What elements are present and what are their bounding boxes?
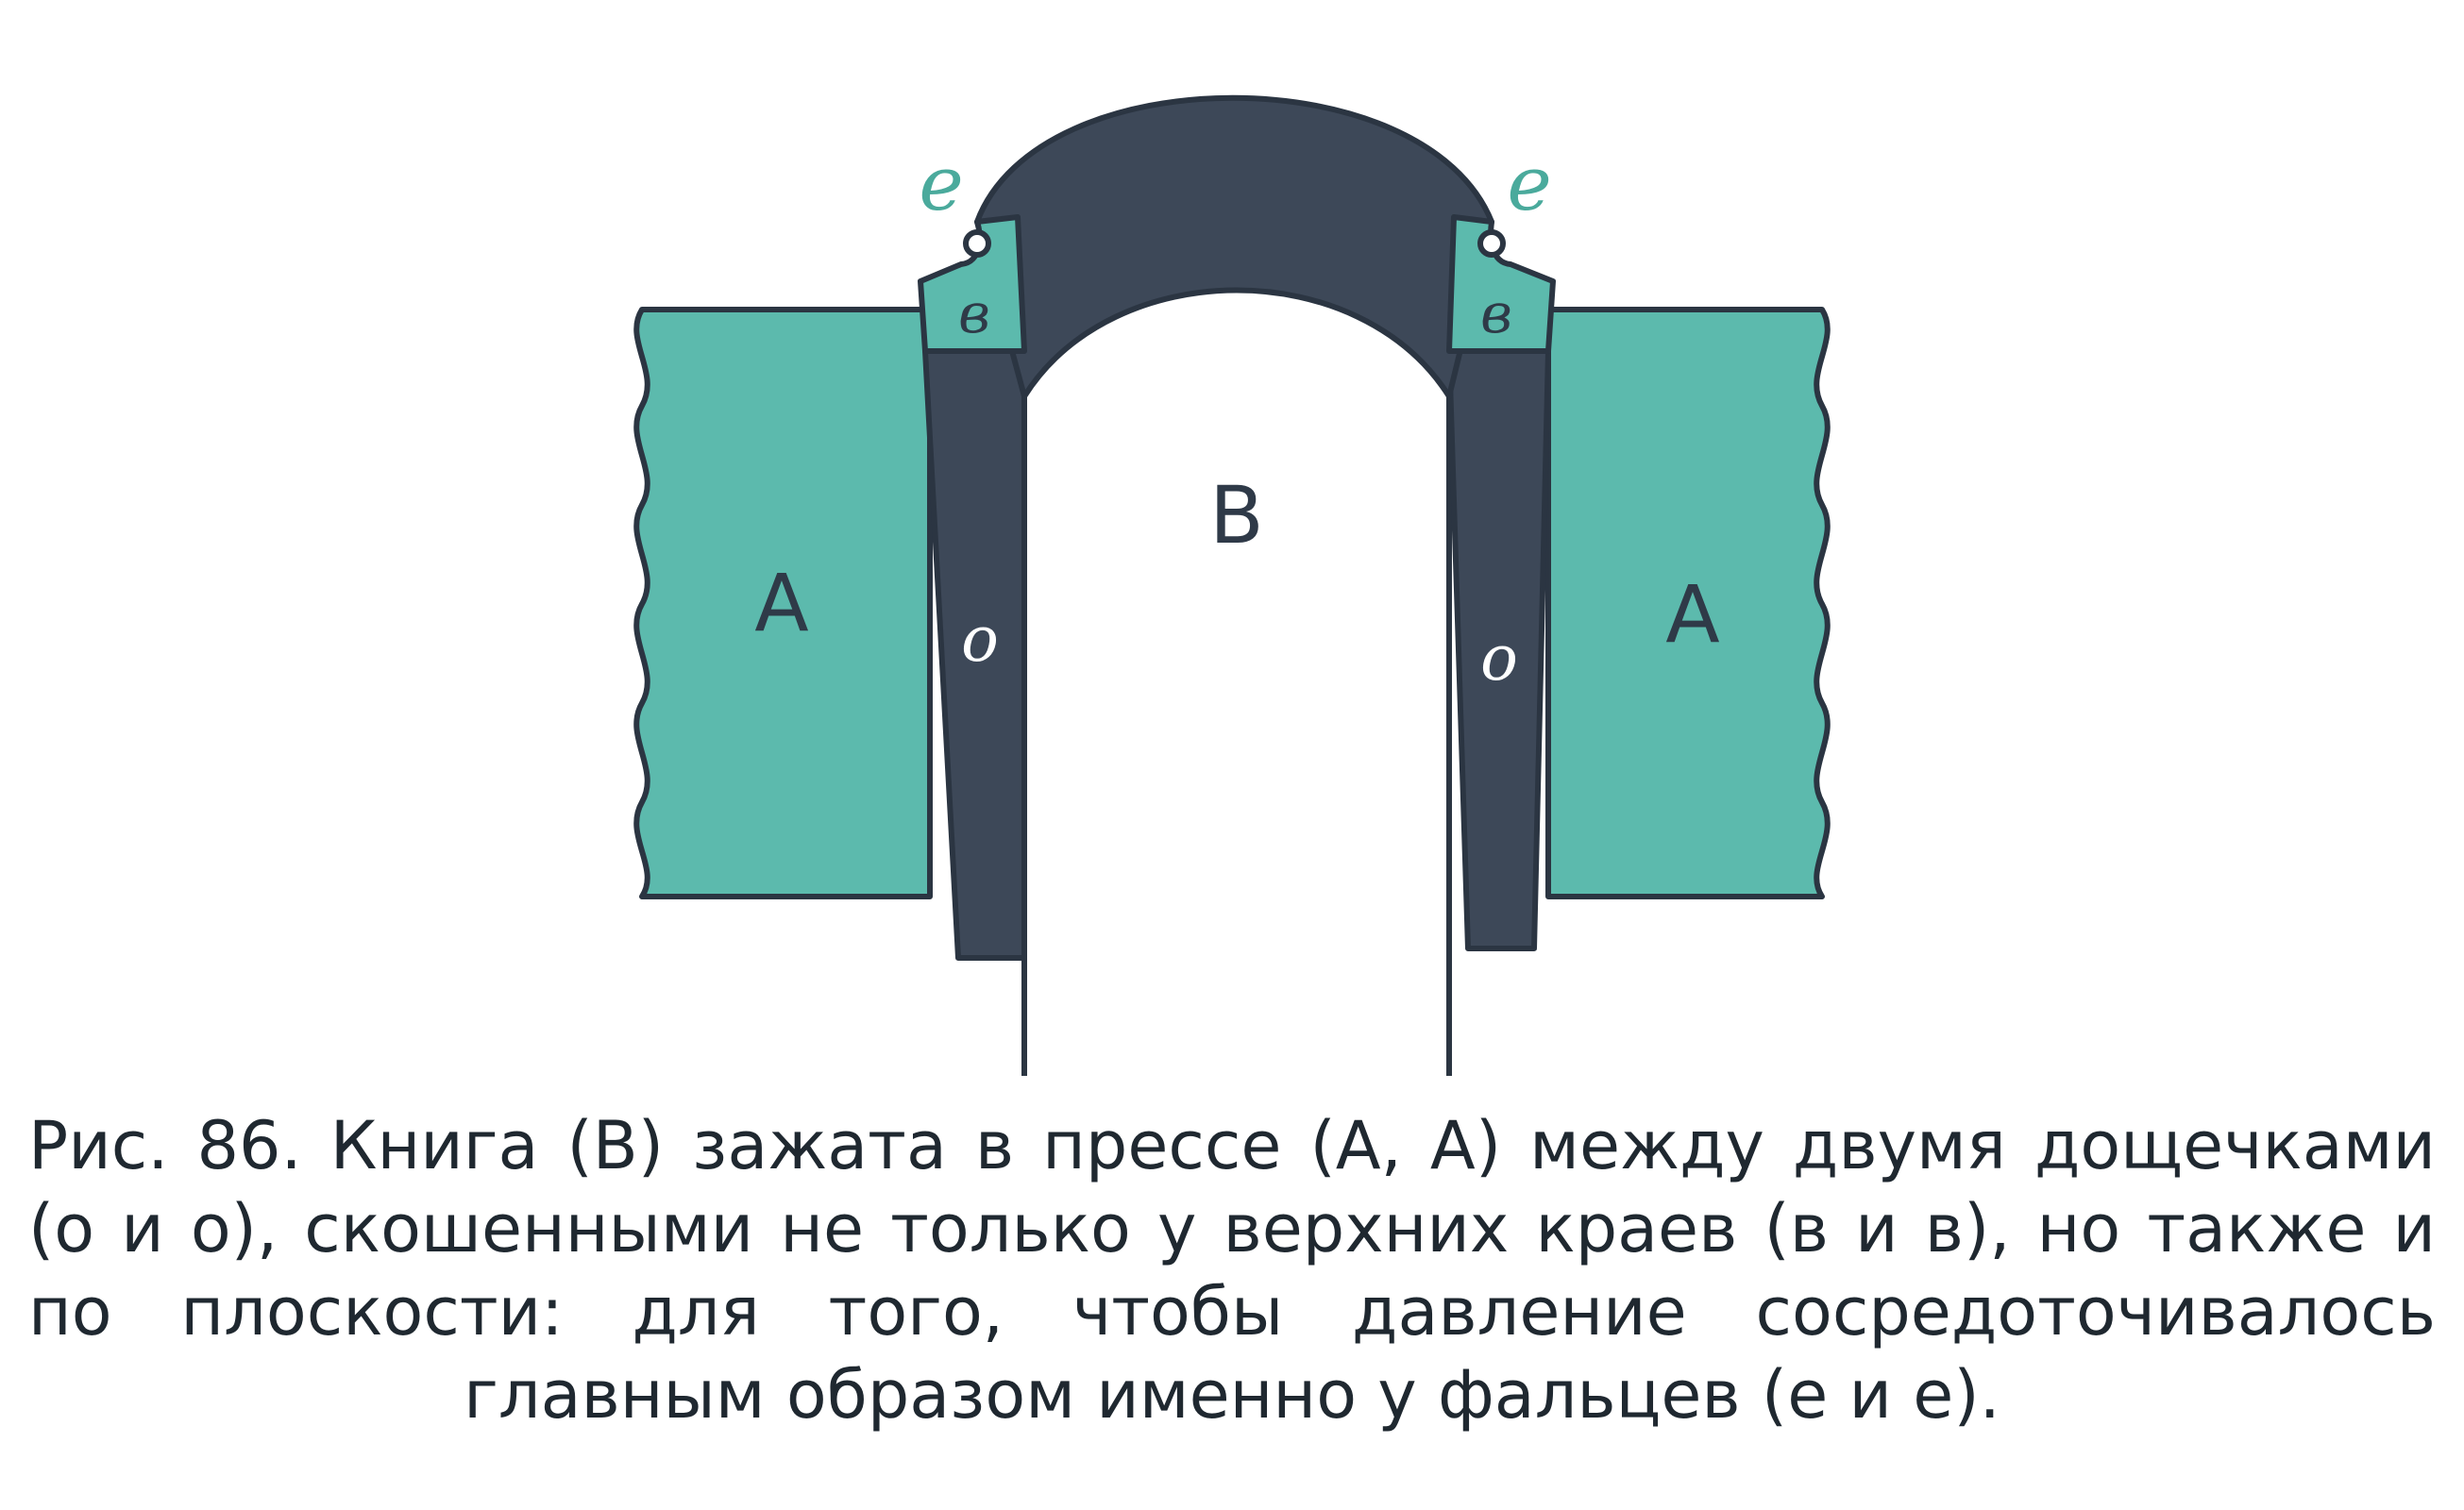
label-board-left: о bbox=[961, 603, 999, 676]
label-press-right: А bbox=[1665, 568, 1719, 661]
press-left bbox=[633, 307, 933, 899]
press-right bbox=[1545, 307, 1831, 899]
label-book: В bbox=[1209, 469, 1264, 562]
book-spine bbox=[974, 94, 1494, 399]
label-board-right: о bbox=[1480, 622, 1518, 695]
press-diagram: А А В о о в в е е bbox=[633, 94, 1831, 1076]
fold-notch-right bbox=[1477, 229, 1506, 258]
label-edge-right: в bbox=[1480, 281, 1512, 345]
label-edge-left: в bbox=[958, 281, 990, 345]
label-fold-left: е bbox=[919, 140, 963, 227]
label-press-left: А bbox=[754, 557, 808, 649]
label-fold-right: е bbox=[1507, 140, 1551, 227]
figure-caption: Рис. 86. Книга (В) зажата в прессе (А, А… bbox=[28, 1107, 2436, 1434]
fold-notch-left bbox=[963, 229, 991, 258]
